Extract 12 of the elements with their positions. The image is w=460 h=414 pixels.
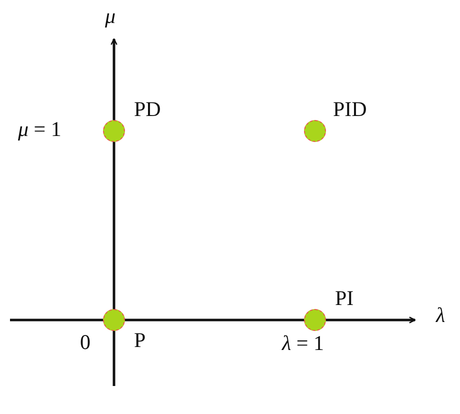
labeled-point [304,99,367,142]
tick-label: λ = 1 [282,333,324,354]
tick-label: μ = 1 [18,119,62,140]
point-label: PD [134,99,161,120]
labeled-point [304,288,354,331]
origin-label: 0 [80,332,90,353]
labeled-point [103,99,161,142]
axis-label: μ [105,6,116,27]
point-label: PI [335,288,354,309]
point-label: P [134,330,146,351]
point-label: PID [333,99,367,120]
axis-label: λ [436,305,446,326]
